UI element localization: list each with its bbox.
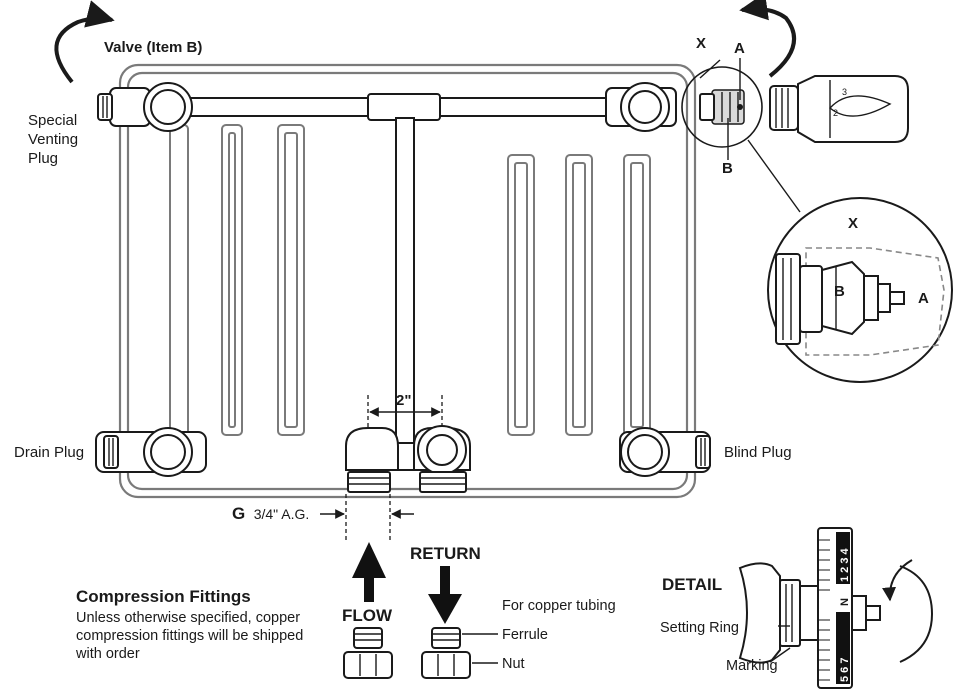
blind-plug-label: Blind Plug <box>724 444 792 461</box>
valve-label: Valve (Item B) <box>104 39 202 56</box>
b-detail-label: B <box>834 283 845 300</box>
b-top-label: B <box>722 160 733 177</box>
a-detail-label: A <box>918 290 929 307</box>
detail-leader-line <box>747 139 801 213</box>
nut-left <box>343 651 393 679</box>
detail-label: DETAIL <box>662 575 722 594</box>
return-label: RETURN <box>410 544 481 563</box>
compression-title: Compression Fittings <box>76 587 251 606</box>
valve-insert <box>681 66 763 148</box>
nut-label: Nut <box>502 656 525 672</box>
drain-plug-label: Drain Plug <box>14 444 84 461</box>
detail-circle-x <box>767 197 953 383</box>
ferrule-right <box>431 627 461 649</box>
dimension-g <box>320 494 414 540</box>
g-dimension-label: G 3/4" A.G. <box>232 504 309 523</box>
special-venting-plug-label-1: Special <box>28 112 77 129</box>
setting-ring-detail <box>738 527 934 689</box>
rotate-arrow-left-icon <box>54 0 115 84</box>
return-arrow-icon <box>428 566 462 624</box>
compression-line-3: with order <box>75 646 140 662</box>
top-right-connector <box>605 82 677 132</box>
svg-text:3: 3 <box>842 87 847 97</box>
special-venting-plug-label-2: Venting <box>28 131 78 148</box>
nut-right <box>421 651 471 679</box>
blind-plug <box>619 427 711 477</box>
ferrule-label: Ferrule <box>502 627 548 643</box>
bottom-connection-block <box>345 425 471 493</box>
marking-label: Marking <box>726 658 778 674</box>
special-venting-plug <box>97 82 193 132</box>
rotate-arrow-right-icon <box>739 0 796 78</box>
a-top-label: A <box>734 40 745 57</box>
drain-plug <box>95 427 207 477</box>
dial-upper-numbers: 1 2 3 4 <box>839 547 851 582</box>
flow-arrow-icon <box>352 542 386 602</box>
special-venting-plug-label-3: Plug <box>28 150 58 167</box>
compression-line-1: Unless otherwise specified, copper <box>76 610 300 626</box>
x-detail-label: X <box>848 215 858 232</box>
compression-line-2: compression fittings will be shipped <box>76 628 303 644</box>
x-top-label: X <box>696 35 706 52</box>
flow-label: FLOW <box>342 606 393 625</box>
for-copper-tubing-label: For copper tubing <box>502 598 616 614</box>
dial-lower-numbers: 5 6 7 <box>839 658 851 682</box>
dial-middle-letter: N <box>839 598 851 606</box>
thermostatic-head: 2 3 <box>769 75 909 143</box>
dimension-2in <box>367 395 443 428</box>
ferrule-left <box>353 627 383 649</box>
svg-text:2: 2 <box>833 108 838 118</box>
dimension-2in-label: 2" <box>396 392 411 409</box>
setting-ring-label: Setting Ring <box>660 620 739 636</box>
